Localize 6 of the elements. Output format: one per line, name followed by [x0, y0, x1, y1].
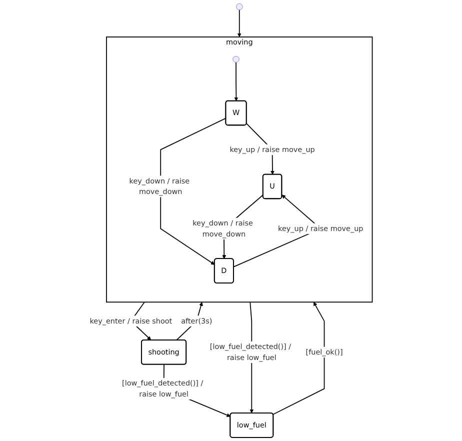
arrow [160, 118, 226, 265]
arrow [237, 9, 242, 38]
node-circle [236, 3, 243, 10]
node-circle [232, 56, 240, 63]
arrow [272, 302, 325, 415]
arrow [234, 62, 238, 102]
